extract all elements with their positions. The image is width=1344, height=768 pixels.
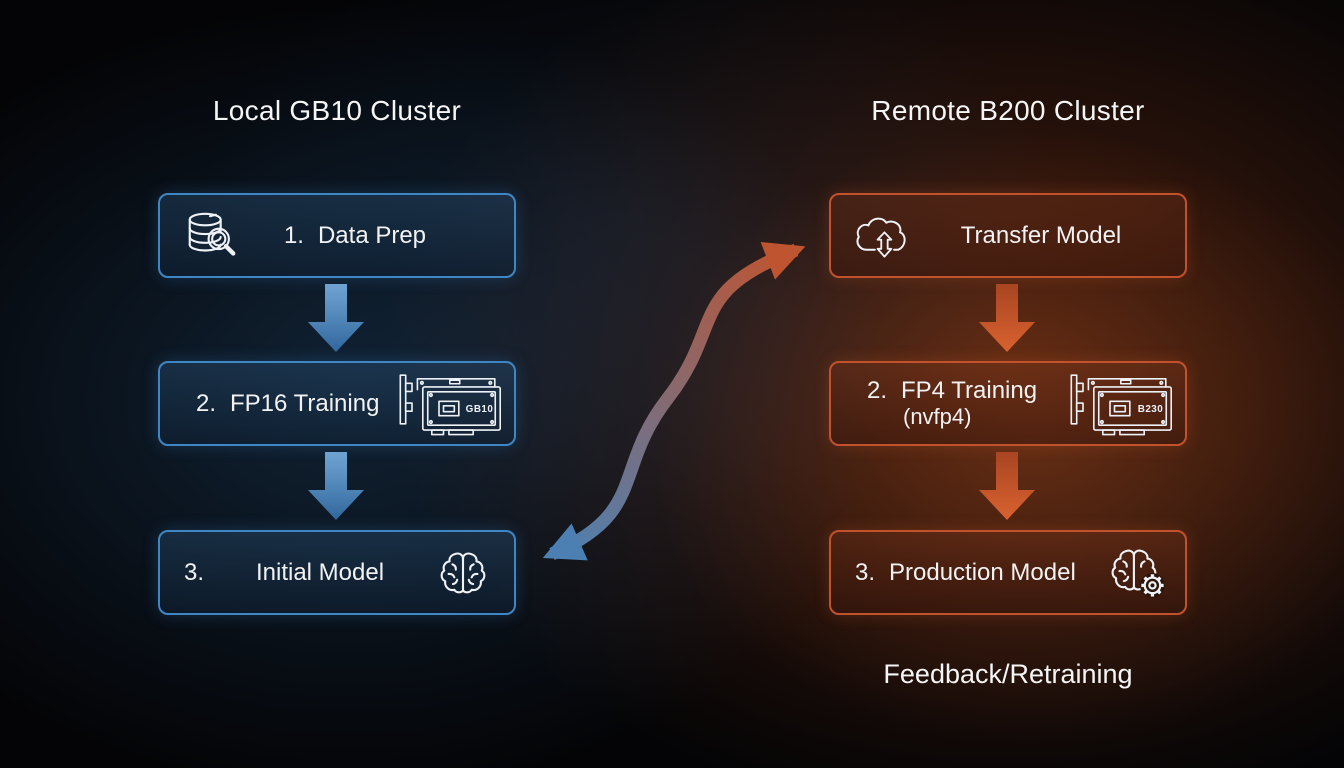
step-number: 3. — [184, 558, 205, 586]
step-box-initial-model: 3. Initial Model — [158, 530, 516, 615]
gpu-card-icon: GB10 — [399, 373, 502, 435]
gpu-card-icon: B230 — [1070, 373, 1173, 435]
step-label: Data Prep — [317, 221, 427, 249]
down-arrow-left-2 — [308, 452, 364, 520]
step-box-fp16-training: 2. FP16 Training GB10 — [158, 361, 516, 446]
database-search-icon — [188, 212, 236, 256]
cloud-transfer-icon — [856, 217, 906, 258]
right-cluster-title: Remote B200 Cluster — [871, 95, 1145, 126]
step-label: FP4 Training — [901, 376, 1038, 404]
step-number: 3. — [855, 558, 876, 586]
down-arrow-left-1 — [308, 284, 364, 352]
gpu-card-label: B230 — [1138, 404, 1163, 415]
step-sublabel: (nvfp4) — [903, 403, 972, 429]
step-number: 1. — [283, 221, 304, 249]
step-box-transfer-model: Transfer Model — [829, 193, 1187, 278]
down-arrow-right-2 — [979, 452, 1035, 520]
left-cluster-title: Local GB10 Cluster — [212, 95, 462, 126]
step-label: Transfer Model — [960, 221, 1122, 249]
step-box-fp4-training: 2. FP4 Training (nvfp4) B230 — [829, 361, 1187, 446]
brain-icon — [440, 551, 486, 593]
feedback-retraining-label: Feedback/Retraining — [883, 659, 1133, 689]
step-label: Initial Model — [255, 558, 385, 586]
down-arrow-right-1 — [979, 284, 1035, 352]
transfer-curve-arrow — [542, 241, 806, 561]
step-box-production-model: 3. Production Model — [829, 530, 1187, 615]
step-box-data-prep: 1. Data Prep — [158, 193, 516, 278]
gpu-card-label: GB10 — [466, 404, 494, 415]
step-number: 2. — [196, 389, 217, 417]
step-number: 2. — [867, 376, 888, 404]
step-label: FP16 Training — [230, 389, 380, 417]
step-label: Production Model — [889, 558, 1076, 586]
brain-gear-icon — [1111, 549, 1165, 598]
